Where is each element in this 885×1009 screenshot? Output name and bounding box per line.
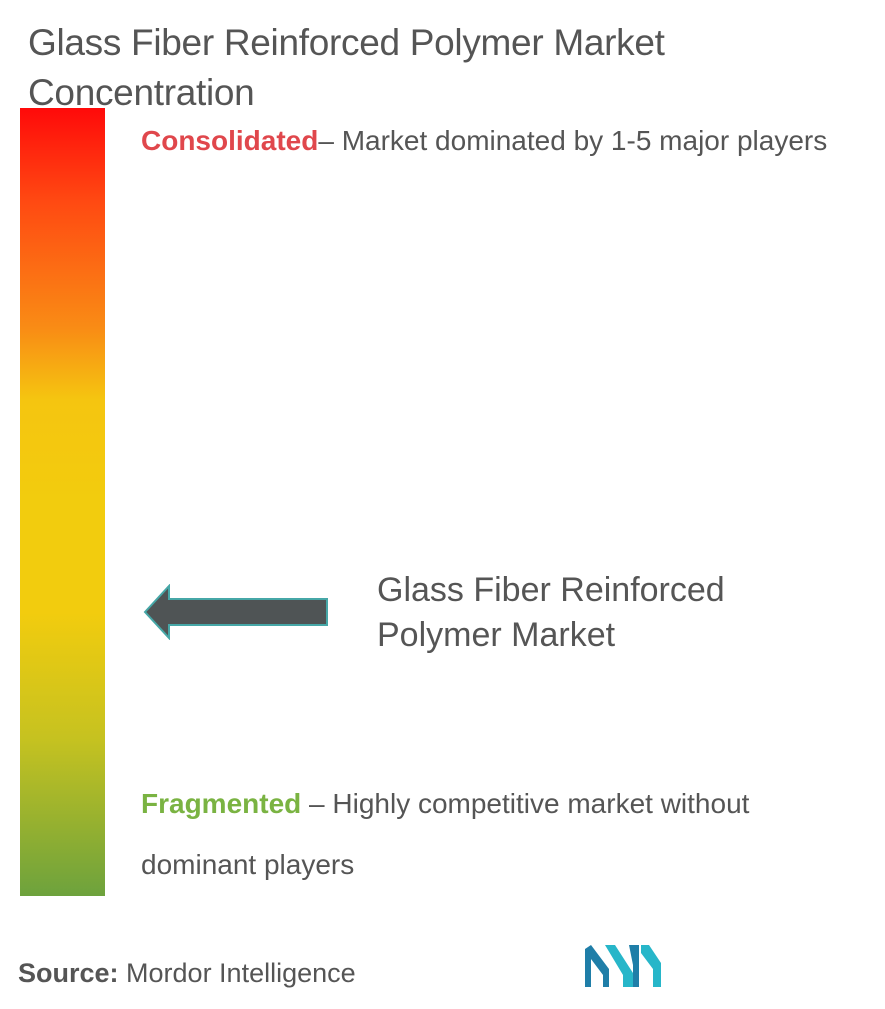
fragmented-legend: Fragmented – Highly competitive market w…	[141, 773, 841, 895]
fragmented-description: – Highly competitive market without domi…	[141, 788, 750, 880]
mordor-intelligence-logo-icon	[585, 945, 661, 987]
market-position-arrow-icon	[143, 584, 328, 641]
concentration-gradient-bar	[20, 108, 105, 896]
consolidated-description: – Market dominated by 1-5 major players	[318, 125, 828, 156]
fragmented-label: Fragmented	[141, 788, 302, 819]
market-position-arrow-shape	[143, 584, 328, 641]
source-note: Source: Mordor Intelligence	[18, 955, 356, 991]
chart-title: Glass Fiber Reinforced Polymer Market Co…	[28, 22, 665, 113]
source-value: Mordor Intelligence	[118, 958, 356, 988]
market-position-label: Glass Fiber Reinforced Polymer Market	[377, 571, 725, 655]
consolidated-legend: Consolidated– Market dominated by 1-5 ma…	[141, 110, 841, 171]
consolidated-label: Consolidated	[141, 125, 319, 156]
source-label: Source:	[18, 958, 119, 988]
